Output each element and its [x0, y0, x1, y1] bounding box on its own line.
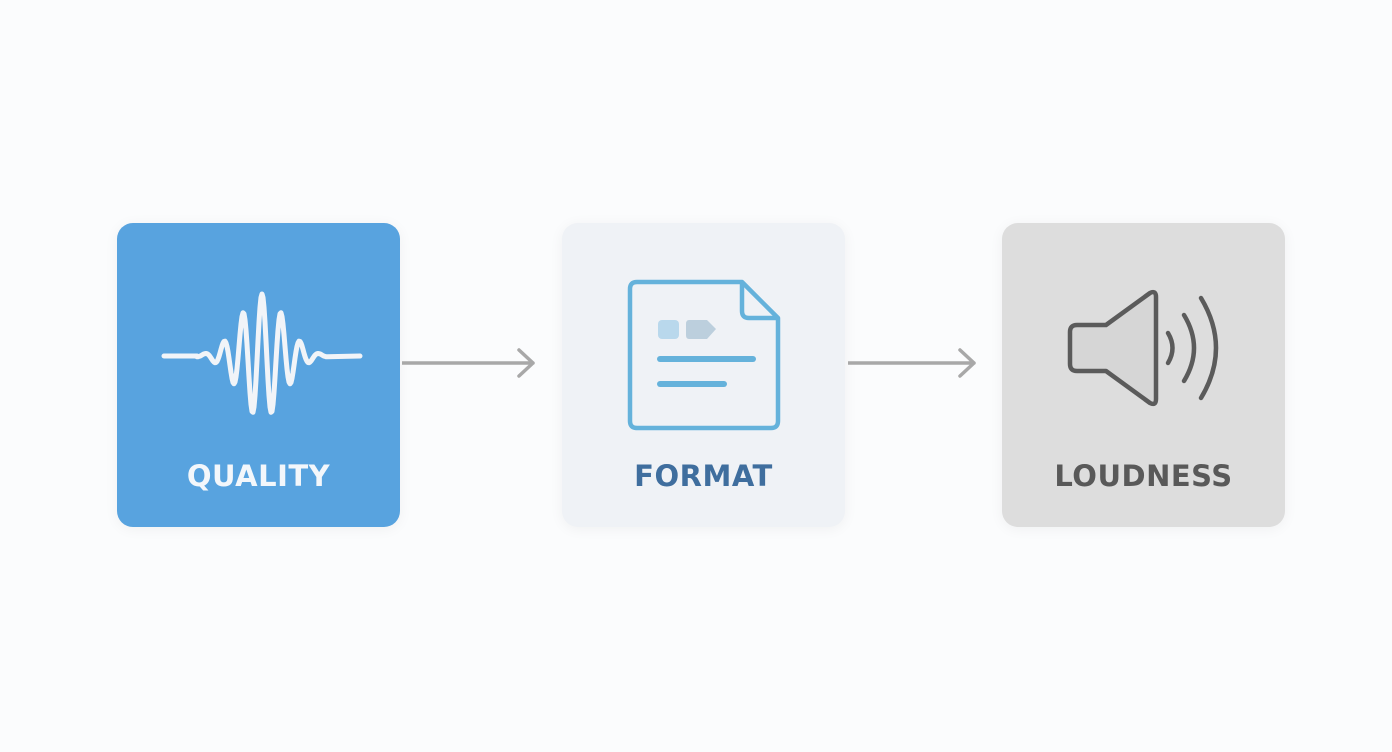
step-format: FORMAT: [562, 223, 845, 527]
step-loudness: LOUDNESS: [1002, 223, 1285, 527]
arrow-right-icon: [402, 348, 535, 378]
arrow-right-icon: [848, 348, 976, 378]
document-icon: [627, 279, 781, 431]
step-label: QUALITY: [186, 459, 331, 493]
step-label: LOUDNESS: [1054, 459, 1233, 493]
waveform-icon: [161, 291, 363, 415]
step-label: FORMAT: [634, 459, 773, 493]
speaker-icon: [1067, 289, 1219, 407]
step-quality: QUALITY: [117, 223, 400, 527]
